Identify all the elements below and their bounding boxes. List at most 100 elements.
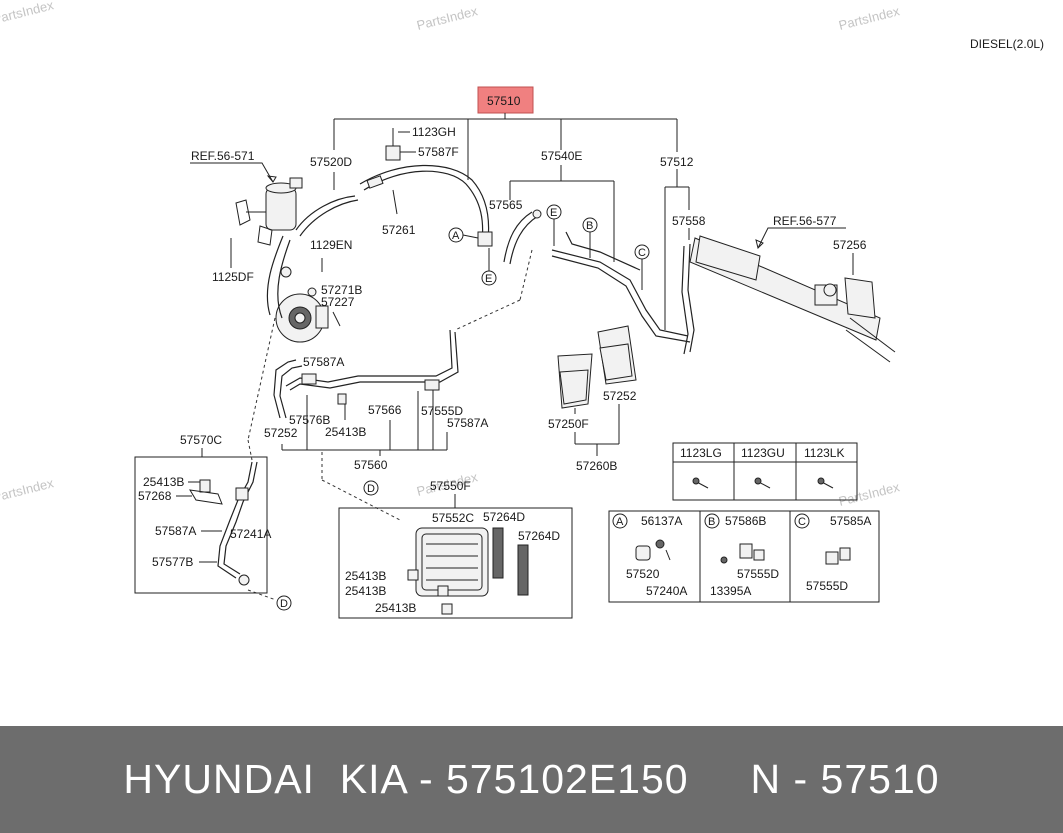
label-57550f[interactable]: 57550F: [430, 479, 471, 493]
box-57550f: [338, 507, 573, 619]
dashed-relations: [247, 249, 533, 601]
ref-leader: [190, 162, 274, 183]
detail-a-tag-text: A: [616, 516, 624, 528]
label-57520d[interactable]: 57520D: [310, 155, 352, 169]
detail-a-fitting[interactable]: [635, 539, 671, 561]
label-25413b-4[interactable]: 25413B: [345, 584, 386, 598]
label-57227[interactable]: 57227: [321, 295, 355, 309]
pressure-hose[interactable]: [359, 164, 490, 241]
pressure-hose-fitting: [477, 231, 493, 247]
label-1123gh[interactable]: 1123GH: [412, 125, 456, 139]
detail-c-clamp[interactable]: [825, 547, 851, 565]
label-57241a[interactable]: 57241A: [230, 527, 271, 541]
label-1125df[interactable]: 1125DF: [212, 270, 254, 284]
label-57256[interactable]: 57256: [833, 238, 867, 252]
leader-57560: [281, 390, 448, 456]
label-57261[interactable]: 57261: [382, 223, 416, 237]
engine-variant-label: DIESEL(2.0L): [970, 37, 1044, 51]
watermark: PartsIndex: [837, 3, 901, 33]
heat-shields[interactable]: [557, 325, 637, 409]
circle-e-text: E: [485, 273, 492, 285]
label-1129en[interactable]: 1129EN: [310, 238, 352, 252]
label-57565[interactable]: 57565: [489, 198, 523, 212]
label-57252-2[interactable]: 57252: [603, 389, 637, 403]
steering-gear-rack[interactable]: [689, 235, 896, 363]
label-25413b-5[interactable]: 25413B: [375, 601, 416, 615]
label-57587a-1[interactable]: 57587A: [303, 355, 344, 369]
detail-c-part-1[interactable]: 57585A: [830, 514, 871, 528]
label-57570c[interactable]: 57570C: [180, 433, 222, 447]
leader-57260b: [574, 404, 620, 456]
bolt-table: [672, 442, 858, 501]
oil-cooler-57552c[interactable]: [415, 527, 489, 597]
label-57260b[interactable]: 57260B: [576, 459, 617, 473]
label-57587a-2[interactable]: 57587A: [447, 416, 488, 430]
detail-b-part-1[interactable]: 57586B: [725, 514, 766, 528]
label-57587f[interactable]: 57587F: [418, 145, 459, 159]
label-25413b-3[interactable]: 25413B: [345, 569, 386, 583]
circle-c-text: C: [638, 247, 646, 259]
detail-c-part-2[interactable]: 57555D: [806, 579, 848, 593]
ref-56-571-label[interactable]: REF.56-571: [191, 149, 255, 163]
label-57576b[interactable]: 57576B: [289, 413, 330, 427]
label-57577b[interactable]: 57577B: [152, 555, 193, 569]
footer-part-number: HYUNDAI KIA - 575102E150 N - 57510: [123, 756, 940, 802]
detail-b-tag-text: B: [708, 516, 715, 528]
detail-a-part-3[interactable]: 57240A: [646, 584, 687, 598]
label-57587a-3[interactable]: 57587A: [155, 524, 196, 538]
bracket-57261: [392, 189, 398, 215]
main-leader-lines: [333, 113, 690, 330]
watermark: PartsIndex: [415, 3, 479, 33]
bolt-1123lg[interactable]: [692, 477, 709, 489]
main-part-highlight[interactable]: [477, 86, 534, 114]
circle-e-text-2: E: [550, 207, 557, 219]
label-57558[interactable]: 57558: [672, 214, 706, 228]
label-57552c[interactable]: 57552C: [432, 511, 474, 525]
oring-57271b: [307, 287, 317, 297]
ref-arrow: [266, 175, 277, 183]
clamp-57587f[interactable]: [385, 145, 401, 161]
label-57540e[interactable]: 57540E: [541, 149, 582, 163]
ref-56-577-label[interactable]: REF.56-577: [773, 214, 837, 228]
label-57560[interactable]: 57560: [354, 458, 388, 472]
main-part-label[interactable]: 57510: [487, 94, 521, 108]
box-57570c: [134, 456, 268, 594]
label-57555d-1[interactable]: 57555D: [421, 404, 463, 418]
detail-a-part-2[interactable]: 57520: [626, 567, 660, 581]
label-57252-1[interactable]: 57252: [264, 426, 298, 440]
bracket-57264d-1[interactable]: [492, 527, 504, 579]
bolt-1123lk[interactable]: [817, 477, 834, 489]
detail-b-part-2[interactable]: 57555D: [737, 567, 779, 581]
detail-b-clamp[interactable]: [720, 543, 765, 564]
tube-57558[interactable]: [687, 243, 695, 353]
bolt-table-header-1: 1123LG: [680, 446, 722, 460]
label-25413b-2[interactable]: 25413B: [143, 475, 184, 489]
label-57512[interactable]: 57512: [660, 155, 694, 169]
detail-c-tag: [794, 513, 810, 529]
detail-c-tag-text: C: [798, 516, 806, 528]
bolt-table-header-2: 1123GU: [741, 446, 785, 460]
label-57250f[interactable]: 57250F: [548, 417, 589, 431]
circle-d-callout-2[interactable]: [363, 480, 379, 496]
suction-hose-left[interactable]: [266, 235, 284, 316]
detail-b-part-3[interactable]: 13395A: [710, 584, 751, 598]
bracket-57264d-2[interactable]: [517, 544, 529, 596]
circle-a-text: A: [452, 230, 460, 242]
hose-57565[interactable]: [503, 211, 533, 263]
label-57268[interactable]: 57268: [138, 489, 172, 503]
detail-a-part-1[interactable]: 56137A: [641, 514, 682, 528]
label-57271b[interactable]: 57271B: [321, 283, 362, 297]
reservoir-assembly[interactable]: [235, 177, 303, 278]
power-steering-pump[interactable]: [275, 293, 329, 343]
return-tube-57540e[interactable]: [551, 249, 689, 337]
cooler-tube-57560[interactable]: [289, 331, 459, 391]
hose-57570c[interactable]: [217, 461, 253, 579]
circle-d-text-2: D: [367, 483, 375, 495]
label-57264d-2[interactable]: 57264D: [518, 529, 560, 543]
label-57566[interactable]: 57566: [368, 403, 402, 417]
bolt-57227: [332, 311, 341, 327]
label-25413b-1[interactable]: 25413B: [325, 425, 366, 439]
bolt-1123gu[interactable]: [754, 477, 771, 489]
label-57264d-1[interactable]: 57264D: [483, 510, 525, 524]
circle-d-callout[interactable]: [276, 595, 292, 611]
